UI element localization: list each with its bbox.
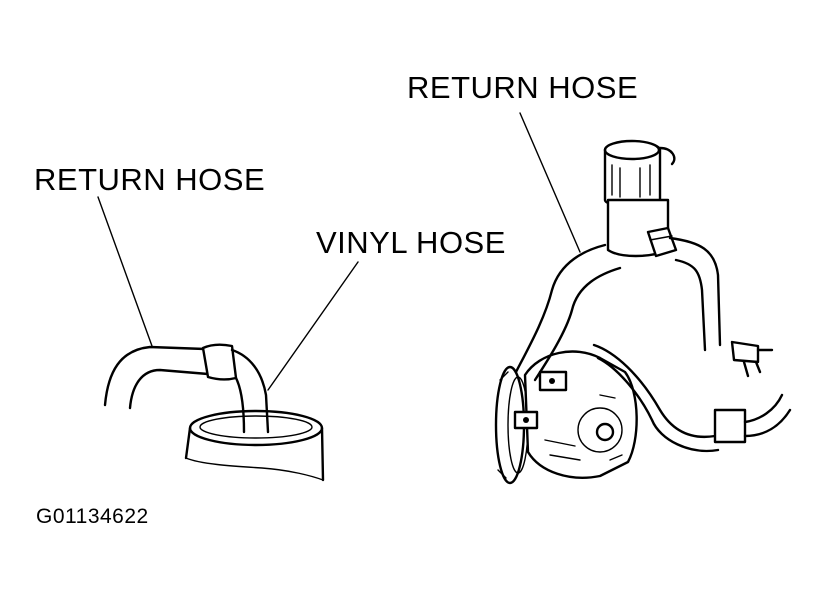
- leader-line-return-hose-left: [97, 196, 153, 347]
- reservoir-cap-ribs: [611, 164, 651, 198]
- figure-code: G01134622: [36, 505, 149, 528]
- line-to-edge-inner: [743, 408, 792, 438]
- return-hose-left-outer: [103, 345, 207, 407]
- reservoir-clip: [658, 146, 676, 166]
- vinyl-hose-rim: [199, 415, 313, 439]
- connector-upper-details: [742, 348, 774, 378]
- return-hose-right-inner: [533, 266, 622, 382]
- line-clamp-right: [713, 408, 747, 444]
- vinyl-hose-body: [184, 426, 325, 482]
- pump-fitting-bolt: [549, 378, 555, 384]
- right-detail: [494, 112, 792, 485]
- return-hose-right-outer: [514, 243, 607, 374]
- vinyl-hose-bottom: [185, 457, 324, 481]
- reservoir: [603, 139, 676, 258]
- line-to-edge: [743, 393, 784, 424]
- pressure-line-inner: [674, 258, 707, 352]
- clamp-line: [649, 235, 673, 241]
- hose-descend-outer: [230, 348, 270, 434]
- label-vinyl-hose: VINYL HOSE: [316, 225, 506, 260]
- left-detail: [97, 196, 359, 482]
- leader-line-vinyl-hose: [267, 261, 359, 391]
- label-return-hose-left: RETURN HOSE: [34, 162, 266, 197]
- pressure-line-outer: [668, 236, 722, 347]
- pump-to-clamp-line-inner: [596, 356, 720, 453]
- pump-bracket-bolt: [523, 417, 529, 423]
- pump-body: [513, 350, 638, 479]
- reservoir-cap-top: [603, 139, 661, 161]
- pump-boss: [577, 407, 623, 453]
- label-return-hose-right: RETURN HOSE: [407, 70, 639, 105]
- reservoir-outlet-clamp: [646, 226, 678, 258]
- pump-to-clamp-line-outer: [592, 343, 717, 439]
- pulley-edges: [497, 371, 509, 479]
- return-hose-left-inner: [128, 368, 210, 410]
- hose-descend-inner: [234, 376, 246, 434]
- pump-bolt: [595, 422, 615, 442]
- line-connector-upper: [730, 340, 760, 364]
- pump-details: [544, 394, 623, 461]
- leader-line-return-hose-right: [519, 112, 581, 253]
